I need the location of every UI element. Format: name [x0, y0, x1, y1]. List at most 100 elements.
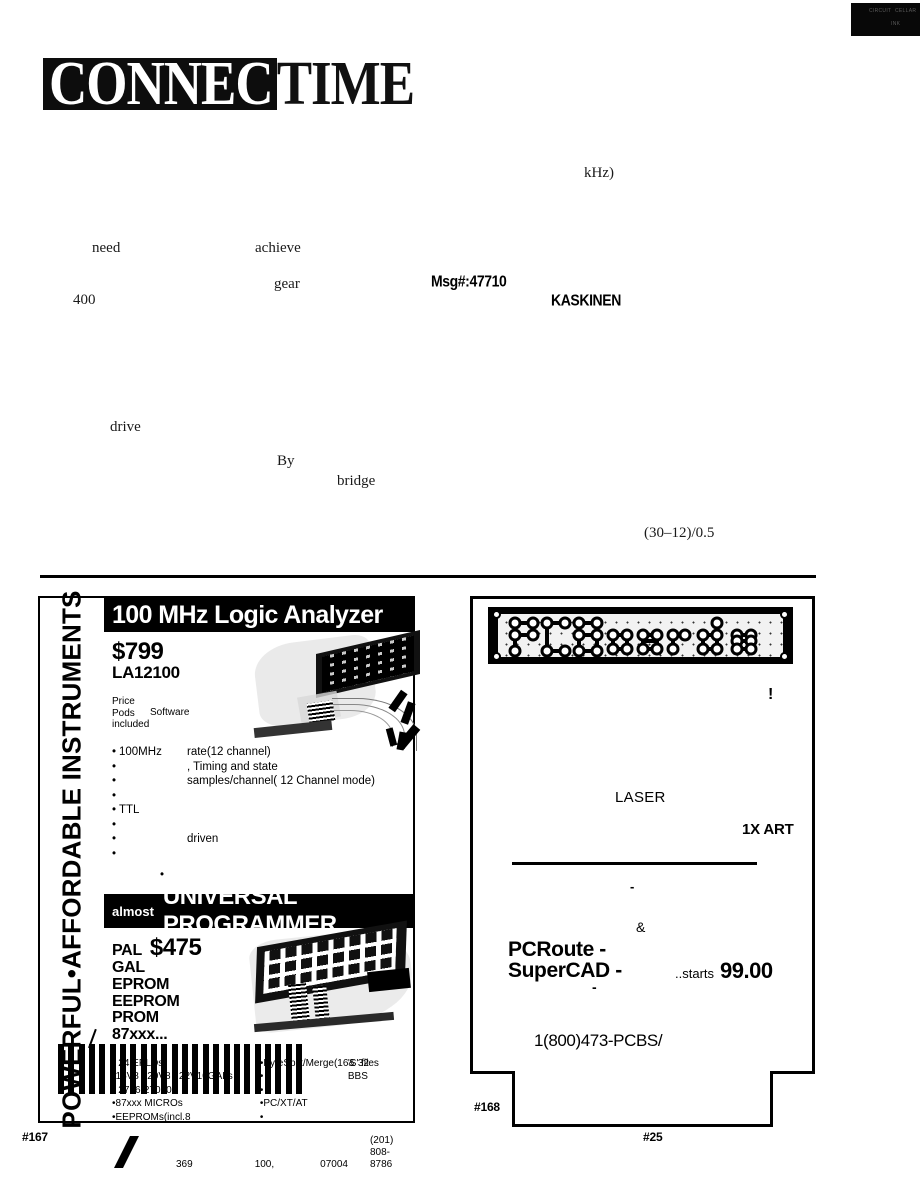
pcb-finger: [171, 1044, 178, 1094]
pcb-card-step-right: [770, 1071, 815, 1074]
analyzer-spec-bullet: •: [112, 833, 117, 846]
acc-logo-glyph: [114, 1136, 158, 1169]
analyzer-spec-bullet: •: [112, 789, 117, 802]
analyzer-spec-col1: TTL: [119, 804, 140, 817]
analyzer-spec-row: •samples/channel( 12 Channel mode): [112, 774, 407, 788]
programmer-spec-item: •ByteSplit/Merge(16& 32: [259, 1057, 369, 1069]
pcb-finger: [182, 1044, 189, 1094]
pcb-finger: [151, 1044, 158, 1094]
programmer-spec-item: BBS: [347, 1071, 368, 1083]
article-fragment: need: [92, 240, 121, 256]
pcb-card-edge-right: [770, 1071, 773, 1126]
pcb-finger: [130, 1044, 137, 1094]
programmer-spec-list-right: •ByteSplit/Merge(16& 32•••PC/XT/AT•: [259, 1057, 369, 1125]
article-fragment: kHz): [584, 165, 614, 181]
programmer-device-87xxx: 87xxx...: [112, 1026, 168, 1044]
analyzer-spec-row: •TTL: [112, 803, 407, 817]
article-fragment: KASKINEN: [551, 290, 621, 309]
analyzer-model: LA12100: [112, 663, 180, 682]
pcb-finger: [78, 1044, 85, 1094]
pcb-mount-hole-bl: [492, 652, 501, 661]
analyzer-spec-bullet: •: [112, 804, 117, 817]
ad-right-ref-number: #25: [643, 1130, 663, 1144]
analyzer-note-pods: Pods: [112, 707, 135, 719]
pcb-finger: [120, 1044, 127, 1094]
pcb-finger: [89, 1044, 96, 1094]
pcb-finger: [295, 1044, 302, 1094]
pcboards-product-supercad: SuperCAD -: [508, 959, 622, 982]
analyzer-spec-bullet: •: [112, 775, 117, 788]
analyzer-spec-col2: rate(12 channel): [187, 746, 271, 759]
analyzer-spec-col2: driven: [187, 833, 219, 846]
analyzer-note-software: Software: [150, 706, 190, 718]
pcb-card-step-left: [470, 1071, 515, 1074]
analyzer-spec-bullet: •: [112, 746, 117, 759]
programmer-device-gal: GAL: [112, 959, 145, 976]
programmer-device-pal: PAL: [112, 942, 142, 959]
pcb-mount-hole-tr: [780, 610, 789, 619]
ad-left-sidebar: POWERFUL•AFFORDABLE INSTRUMENTS: [40, 590, 104, 1128]
pcboards-logo-word: [488, 607, 793, 664]
analyzer-spec-bullet: •: [112, 847, 117, 860]
pcb-finger: [192, 1044, 199, 1094]
scan-smudge-3: INK: [891, 21, 901, 27]
pcb-finger: [161, 1044, 168, 1094]
article-fragment: 400: [73, 292, 96, 308]
ad-left-analyzer-body: $799 LA12100 Price Pods included Softwar…: [104, 629, 421, 894]
pcb-edge-connector-fingers: [58, 1044, 302, 1094]
pcboards-divider-rule: [512, 862, 757, 865]
pcb-finger: [99, 1044, 106, 1094]
pcboards-dash-top: -: [630, 879, 635, 894]
programmer-spec-item: •87xxx MICROs: [112, 1098, 183, 1110]
pcb-mount-hole-tl: [492, 610, 501, 619]
pcb-finger: [140, 1044, 147, 1094]
masthead-white-block: TIME: [277, 52, 415, 115]
acc-phone: (201) 808-8786: [369, 1135, 394, 1170]
masthead-black-block: CONNEC: [43, 52, 277, 115]
pcb-finger: [58, 1044, 64, 1094]
acc-address-3: 07004: [320, 1158, 348, 1170]
analyzer-spec-col1: 100MHz: [119, 746, 162, 759]
pcb-finger: [202, 1044, 209, 1094]
pcboards-price: 99.00: [720, 958, 773, 983]
ad-left-banner-programmer-almost: almost: [112, 903, 154, 919]
analyzer-note-price: Price: [112, 695, 135, 707]
programmer-device-prom: PROM: [112, 1009, 159, 1027]
advertisement-left[interactable]: POWERFUL•AFFORDABLE INSTRUMENTS 100 MHz …: [38, 590, 421, 1170]
pcb-finger: [244, 1044, 251, 1094]
scan-smudge-1: CIRCUIT: [869, 8, 892, 14]
analyzer-spec-row: •: [112, 818, 407, 832]
analyzer-spec-row: •: [112, 789, 407, 803]
analyzer-spec-bullet: •: [112, 760, 117, 773]
pcb-card-outline: [470, 596, 815, 1074]
pcb-finger: [254, 1044, 261, 1094]
pcboards-exclaim: !: [768, 686, 774, 703]
pcb-finger: [213, 1044, 220, 1094]
advertisement-right[interactable]: ! LASER 1X ART - & PCRoute - SuperCAD - …: [470, 596, 815, 1141]
article-fragment: drive: [110, 419, 141, 435]
pcb-finger: [109, 1044, 116, 1094]
pcb-finger: [264, 1044, 271, 1094]
programmer-spec-item: •: [259, 1111, 264, 1123]
analyzer-spec-bullet: •: [112, 818, 117, 831]
pcboards-phone: 1(800)473-PCBS/: [534, 1031, 663, 1050]
pcb-finger: [233, 1044, 240, 1094]
pcb-finger: [68, 1044, 75, 1094]
analyzer-spec-row: •100MHz rate(12 channel): [112, 745, 407, 759]
pcboards-trace-word: [508, 616, 757, 657]
pcboards-product-pcroute: PCRoute -: [508, 938, 606, 961]
acc-logo: [112, 1134, 174, 1170]
analyzer-orphan-bullet: •: [160, 869, 165, 882]
pcboards-ampersand: &: [636, 919, 646, 935]
page-title: CONNEC TIME: [43, 52, 415, 115]
pcb-finger: [285, 1044, 292, 1094]
scan-artifact-block: CIRCUIT CELLAR INK: [851, 3, 920, 36]
programmer-spec-item: 'S' files: [347, 1057, 379, 1069]
ad-left-banner-analyzer-text: 100 MHz Logic Analyzer: [112, 600, 383, 629]
analyzer-spec-row: •, Timing and state: [112, 760, 407, 774]
analyzer-price: $799: [112, 638, 164, 665]
pcb-finger: [223, 1044, 230, 1094]
ad-right-ref-side: #168: [474, 1100, 500, 1114]
pcb-card-edge-left: [512, 1071, 515, 1126]
pcb-card-bottom-edge: [512, 1124, 773, 1127]
